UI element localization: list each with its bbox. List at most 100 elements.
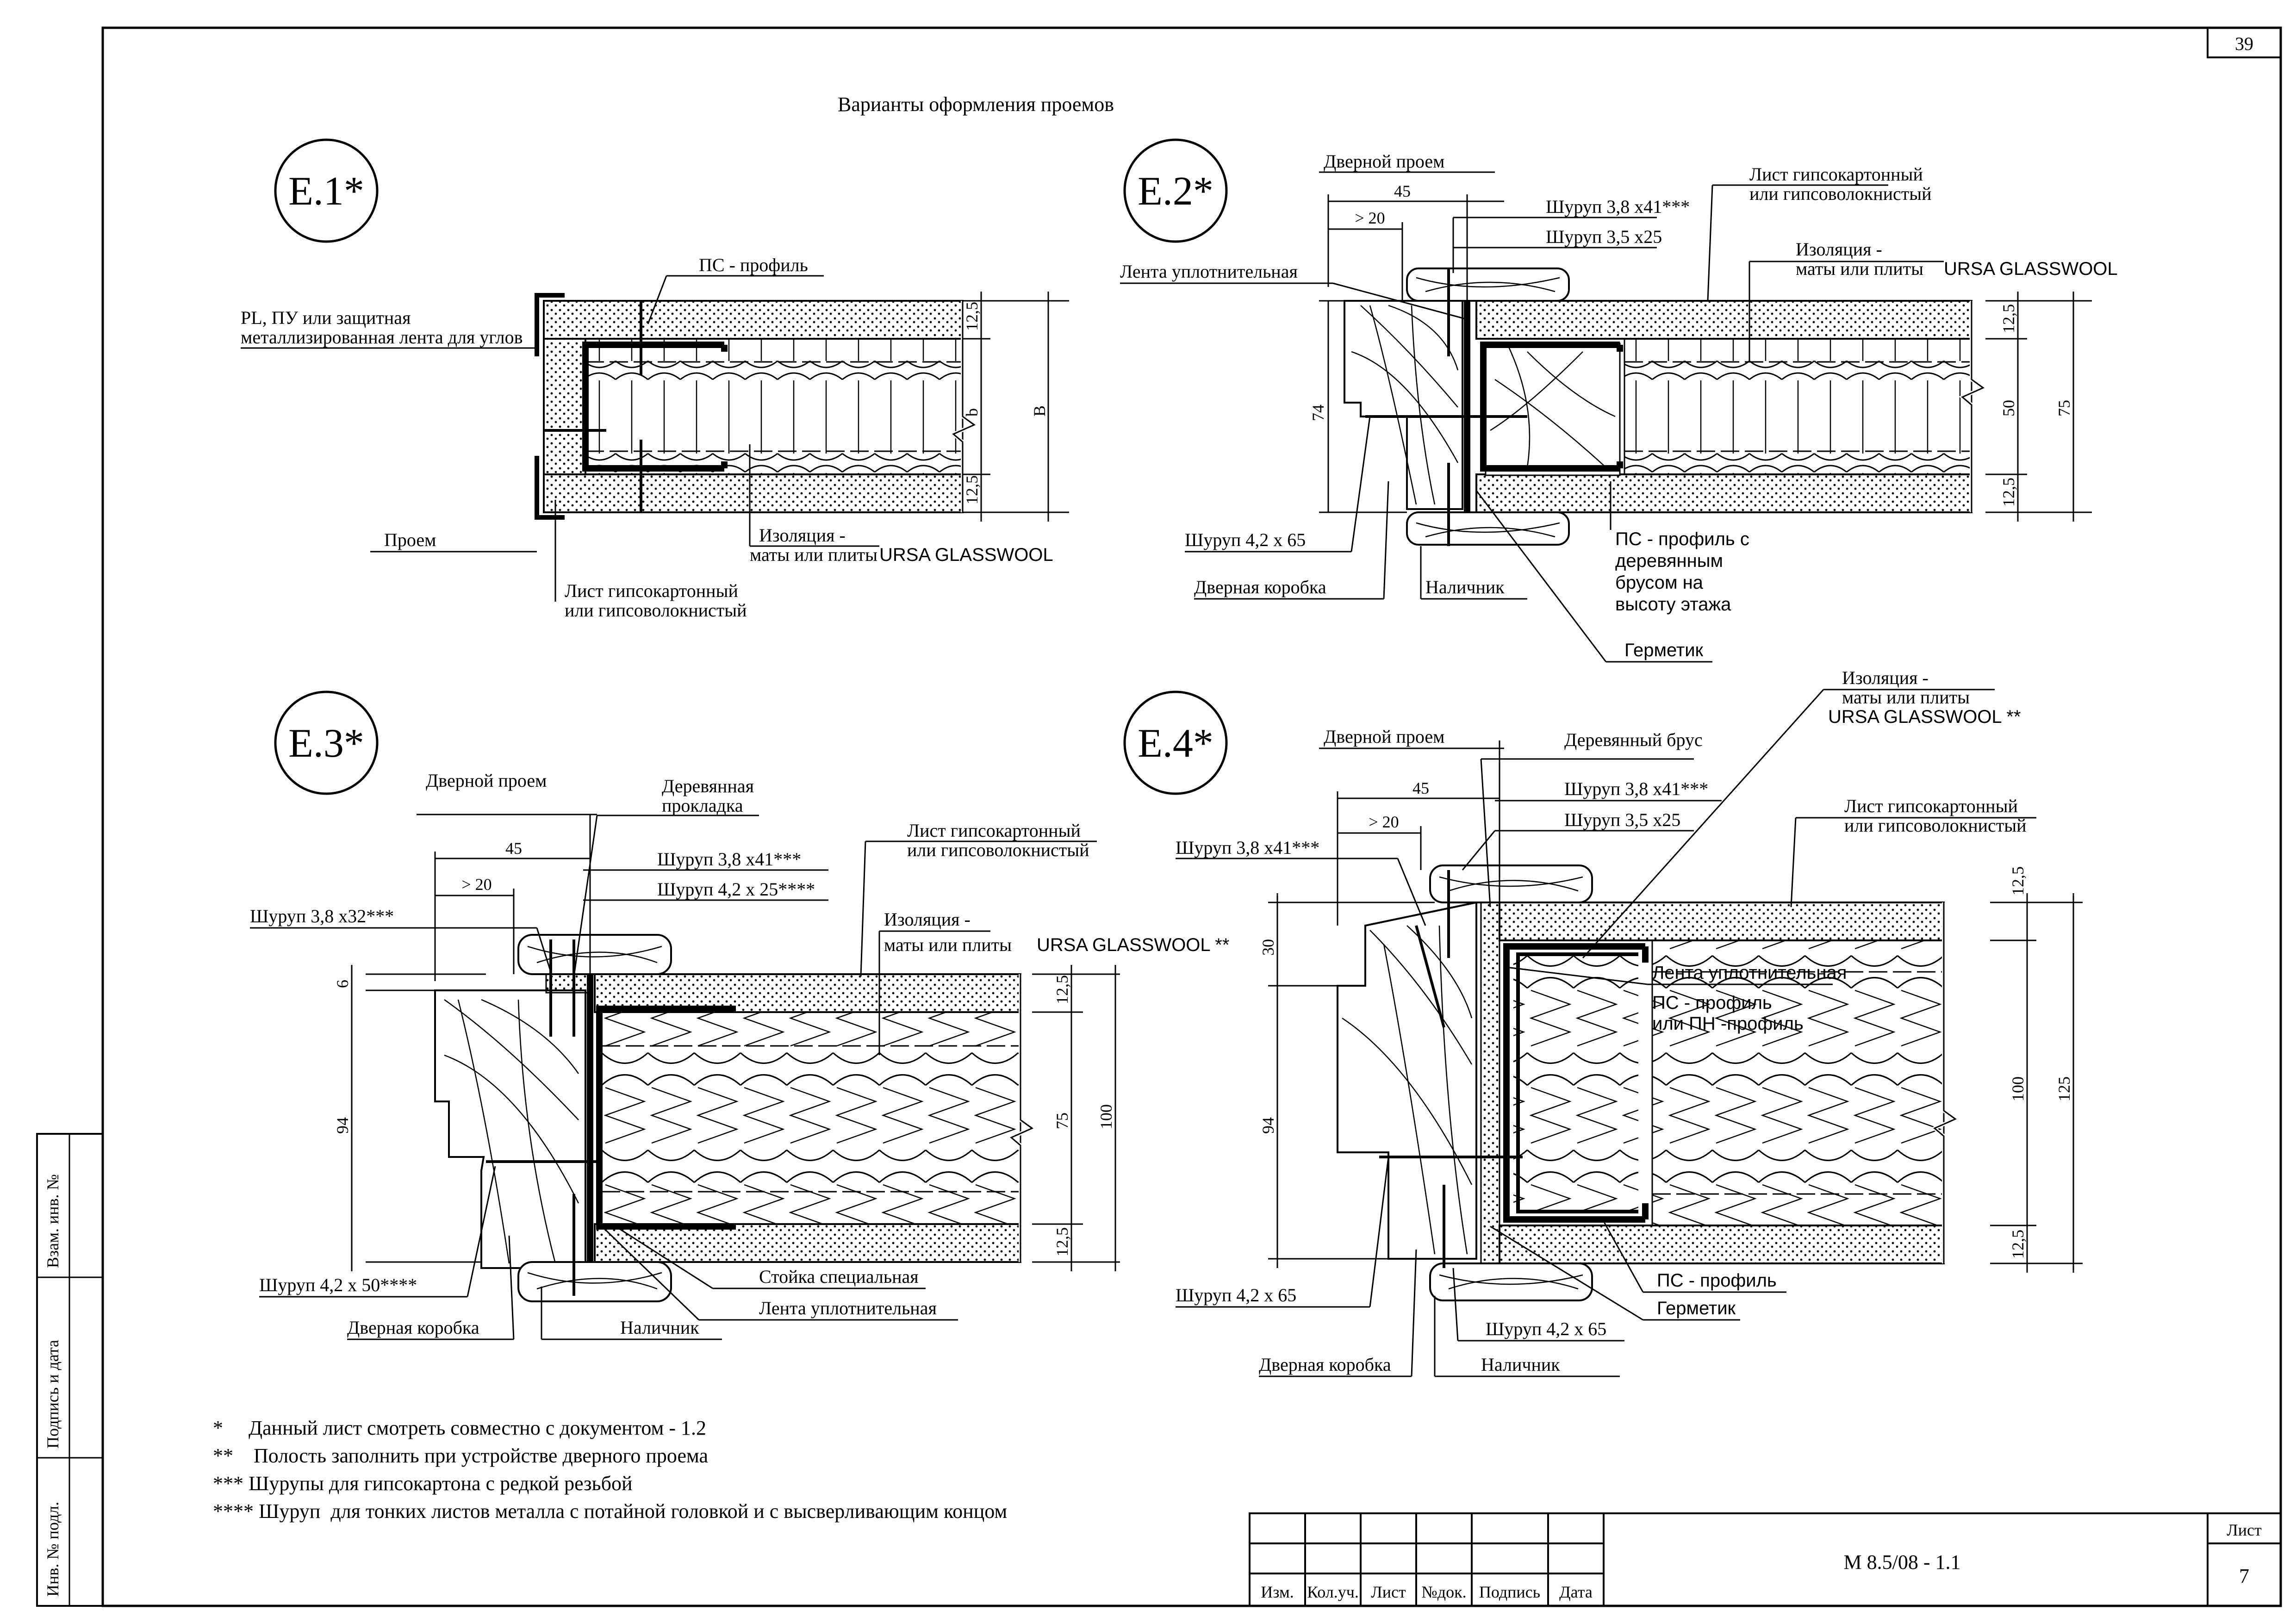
e2-insulation [1624,338,1972,475]
tb-sheet-number: 7 [2239,1565,2249,1587]
e4-screw-41a-label: Шуруп 3,8 х41*** [1564,778,1708,799]
e1-dim-B: B [1030,405,1049,417]
e4-wood-beam [1480,902,1500,1264]
e3-dim-top: 12,5 [1053,975,1071,1004]
e2-dim-gt20: > 20 [1355,209,1385,227]
e1-ps-profile-label: ПС - профиль [699,255,808,275]
e2-sealant-label: Герметик [1624,640,1704,660]
e3-dim-gt20: > 20 [461,875,492,894]
e3-screw-50-label: Шуруп 4,2 х 50**** [259,1275,417,1295]
e4-board-bottom [1499,1225,1945,1264]
note-3: *** Шурупы для гипсокартона с редкой рез… [213,1472,633,1495]
e2-wood-beam [1485,342,1621,476]
e4-dim-45: 45 [1412,779,1429,797]
note-4: **** Шуруп для тонких листов металла с п… [213,1500,1007,1523]
e2-board-bottom [1475,473,1972,513]
e3-seal-tape-label: Лента уплотнительная [759,1298,937,1318]
e4-screw-65-label: Шуруп 4,2 х 65 [1176,1285,1296,1306]
e4-insulation [1651,939,1945,1226]
side-stamp: Взам. инв. № Подпись и дата Инв. № подл. [44,1174,62,1597]
e2-dim-top: 12,5 [1999,304,2018,333]
sheet-frame [36,26,2282,1607]
e3-wood-pad [545,973,589,994]
e3-dim-94: 94 [333,1117,352,1134]
e3-casing-top [517,934,672,975]
e3-special-stud [596,1006,736,1230]
e2-dim-45: 45 [1394,182,1411,200]
e1-insulation-brand: URSA GLASSWOOL [879,545,1053,565]
e2-insulation-label-1: Изоляция - [1796,239,1882,260]
e2-tag-circle [1123,138,1228,243]
e4-dim-94: 94 [1259,1117,1277,1134]
e4-tag-circle [1123,690,1228,795]
e4-sealant-label: Герметик [1657,1298,1736,1318]
tb-col-qty: Кол.уч. [1307,1583,1359,1601]
tb-document-code: М 8.5/08 - 1.1 [1844,1551,1961,1573]
page-number: 39 [2235,33,2253,54]
stamp-replace-inv: Взам. инв. № [44,1174,62,1268]
stamp-inv-original: Инв. № подл. [44,1502,62,1597]
e3-door-opening-label: Дверной проем [426,770,547,791]
e2-dim-50: 50 [1999,400,2018,417]
e1-sheet-label-1: Лист гипсокартонный [565,580,738,601]
e2-casing-bottom [1406,511,1570,546]
e2-casing-label: Наличник [1425,577,1505,597]
e2-tag: E.2* [1138,169,1213,214]
e2-ps-profile [1480,342,1623,472]
e3-dim-45: 45 [505,839,522,858]
e4-dim-100: 100 [2009,1076,2027,1101]
e4-dim-gt20: > 20 [1369,813,1399,831]
e2-dim-75: 75 [2055,400,2073,417]
tb-col-sheet: Лист [1371,1583,1406,1601]
e1-corner-tape-label-1: PL, ПУ или защитная [241,307,411,328]
e4-board-top [1499,902,1945,941]
e1-insulation-label-2: маты или плиты [750,544,877,565]
e4-seal-tape-label: Лента уплотнительная [1652,963,1847,983]
e4-casing-top [1429,864,1593,903]
e4-screw-4265-label: Шуруп 4,2 х 65 [1486,1318,1606,1339]
e1-board-end [543,338,586,475]
e4-dim-30: 30 [1259,939,1277,956]
e3-sheet-label-2: или гипсоволокнистый [907,839,1089,860]
e3-casing-label: Наличник [620,1317,699,1338]
e4-dimensions [1268,740,2083,1273]
e2-dim-74: 74 [1309,404,1327,421]
e4-ps-profile-label: ПС - профиль [1657,1270,1777,1291]
e4-dim-bottom: 12,5 [2009,1230,2027,1259]
e4-dim-top: 12,5 [2009,866,2027,895]
tb-col-change: Изм. [1261,1583,1294,1601]
e3-door-frame-label: Дверная коробка [347,1317,479,1338]
e1-board-bottom [543,473,964,513]
e1-sheet-label-2: или гипсоволокнистый [565,600,747,621]
tb-sheet-label: Лист [2227,1521,2262,1539]
e1-ps-profile [582,342,728,472]
e1-tag: E.1* [288,169,364,214]
e1-opening-label: Проем [384,529,436,550]
e4-sheet-label-1: Лист гипсокартонный [1844,796,2018,816]
footnotes: * Данный лист смотреть совместно с докум… [213,1417,1007,1523]
e3-dimensions [351,815,1120,1271]
e2-dimensions [1319,194,2092,522]
e1-dim-bottom: 12,5 [963,475,981,504]
e2-door-opening-label: Дверной проем [1324,151,1444,172]
e4-door-opening-label: Дверной проем [1324,726,1444,747]
e3-insulation-label-2: маты или плиты [884,934,1012,955]
e3-insulation-label-1: Изоляция - [884,909,971,930]
detail-e2: E.2* [1120,138,2118,663]
tb-col-date: Дата [1559,1583,1593,1601]
e2-board-top [1475,300,1972,340]
e2-sheet-label-1: Лист гипсокартонный [1749,164,1923,185]
e3-insulation [601,1011,1021,1225]
e3-board-bottom [594,1223,1021,1263]
tb-col-doc: №док. [1421,1583,1466,1601]
e4-screw-41b-label: Шуруп 3,8 х41*** [1176,837,1319,858]
e3-wood-pad-label-1: Деревянная [662,776,754,796]
e2-casing-top [1406,267,1570,302]
e3-dim-100: 100 [1097,1104,1115,1129]
e4-door-frame-label: Дверная коробка [1259,1354,1391,1375]
e3-dim-6: 6 [333,980,352,988]
e3-screw-4225-label: Шуруп 4,2 х 25**** [657,879,815,900]
e3-tag: E.3* [288,721,364,766]
e4-insulation-label-1: Изоляция - [1842,667,1929,688]
e4-screw-25-label: Шуруп 3,5 х25 [1564,809,1680,830]
